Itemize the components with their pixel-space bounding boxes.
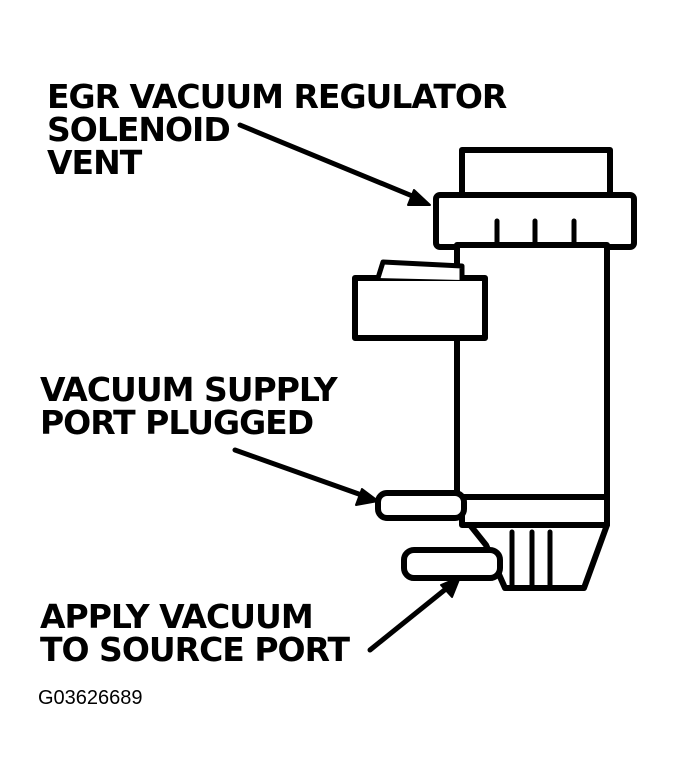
apply-leader-line	[367, 581, 455, 653]
vacuum-supply-callout-line2: PORT PLUGGED	[40, 403, 314, 442]
supply-arrowhead	[355, 488, 379, 506]
egr-vent-callout: EGR VACUUM REGULATOR SOLENOID VENT	[47, 77, 507, 182]
egr-vent-callout-line3: VENT	[47, 143, 142, 182]
base-ribs	[509, 529, 553, 588]
solenoid-lower-ring	[459, 494, 610, 528]
vent-leader-line	[237, 122, 425, 203]
vent-arrowhead	[407, 189, 431, 206]
apply-vacuum-callout: APPLY VACUUM TO SOURCE PORT	[40, 597, 350, 669]
solenoid-body	[454, 242, 610, 503]
vacuum-supply-callout: VACUUM SUPPLY PORT PLUGGED	[40, 370, 338, 442]
figure-id: G03626689	[38, 687, 143, 709]
apply-vacuum-callout-line2: TO SOURCE PORT	[40, 630, 350, 669]
egr-vent-callout-line1: EGR VACUUM REGULATOR	[47, 77, 507, 116]
electrical-connector	[352, 275, 488, 341]
apply-arrowhead	[440, 576, 461, 598]
apply-vacuum-callout-line1: APPLY VACUUM	[40, 597, 314, 636]
solenoid-base	[467, 522, 610, 591]
connector-tab	[375, 259, 465, 280]
source-port	[401, 547, 503, 581]
vent-ticks	[494, 218, 577, 248]
egr-vent-callout-line2: SOLENOID	[47, 110, 231, 149]
vacuum-supply-callout-line1: VACUUM SUPPLY	[40, 370, 338, 409]
supply-leader-line	[232, 447, 373, 501]
vacuum-supply-port	[375, 490, 467, 521]
